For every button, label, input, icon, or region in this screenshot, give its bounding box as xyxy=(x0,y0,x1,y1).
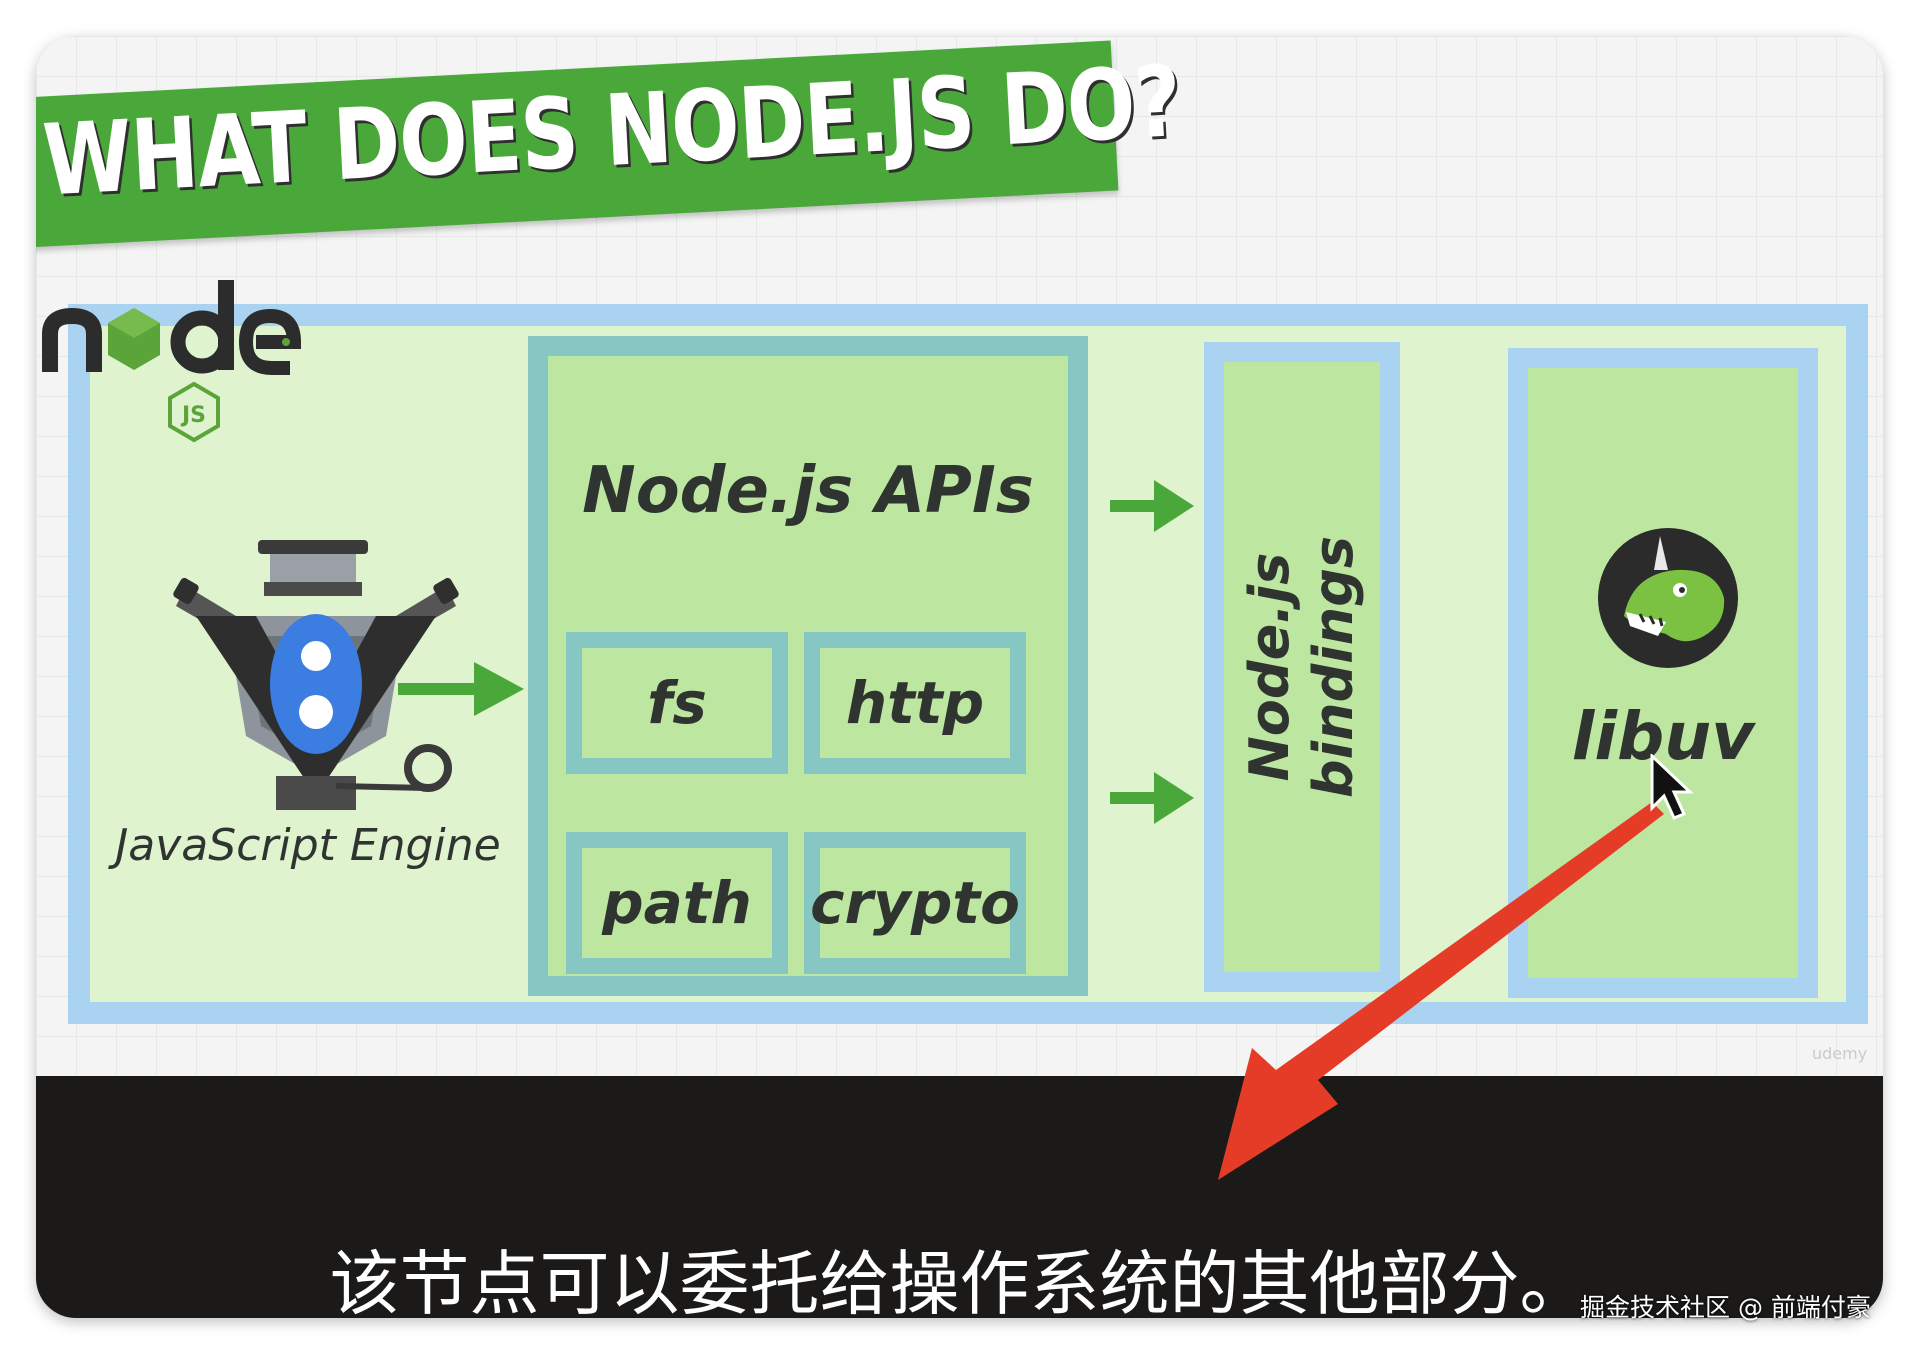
nodejs-logo-icon: JS xyxy=(42,280,302,443)
mouse-cursor-icon xyxy=(1650,754,1694,820)
module-crypto: crypto xyxy=(804,832,1026,974)
nodejs-apis-title: Node.js APIs xyxy=(582,454,1034,528)
site-watermark: 掘金技术社区 @ 前端付豪 xyxy=(1580,1293,1871,1322)
bindings-line-1: Node.js xyxy=(1238,552,1301,782)
green-arrow-icon xyxy=(1110,772,1194,824)
brand-watermark: udemy xyxy=(1812,1044,1868,1063)
video-subtitle: 该节点可以委托给操作系统的其他部分。 xyxy=(329,1243,1590,1318)
nodejs-bindings-label: Node.js bindings xyxy=(1238,536,1366,798)
nodejs-apis-panel: Node.js APIs fs http path crypto xyxy=(528,336,1088,996)
nodejs-logo: JS xyxy=(42,272,302,472)
nodejs-bindings-panel: Node.js bindings xyxy=(1204,342,1400,992)
libuv-dinosaur-icon xyxy=(1598,528,1738,668)
v8-engine-icon xyxy=(166,536,466,836)
module-http: http xyxy=(804,632,1026,774)
libuv-label: libuv xyxy=(1571,698,1755,775)
green-arrow-icon xyxy=(398,662,524,716)
green-arrow-icon xyxy=(1110,480,1194,532)
module-fs: fs xyxy=(566,632,788,774)
nodejs-logo-badge: JS xyxy=(180,403,206,428)
title-banner: WHAT DOES NODE.JS DO? xyxy=(36,40,1183,248)
red-annotation-arrow xyxy=(1218,802,1664,1180)
caption-bar xyxy=(36,1076,1883,1318)
javascript-engine-label: JavaScript Engine xyxy=(115,820,501,871)
module-path: path xyxy=(566,832,788,974)
bindings-line-2: bindings xyxy=(1302,535,1365,799)
slide-title: WHAT DOES NODE.JS DO? xyxy=(40,45,1184,219)
